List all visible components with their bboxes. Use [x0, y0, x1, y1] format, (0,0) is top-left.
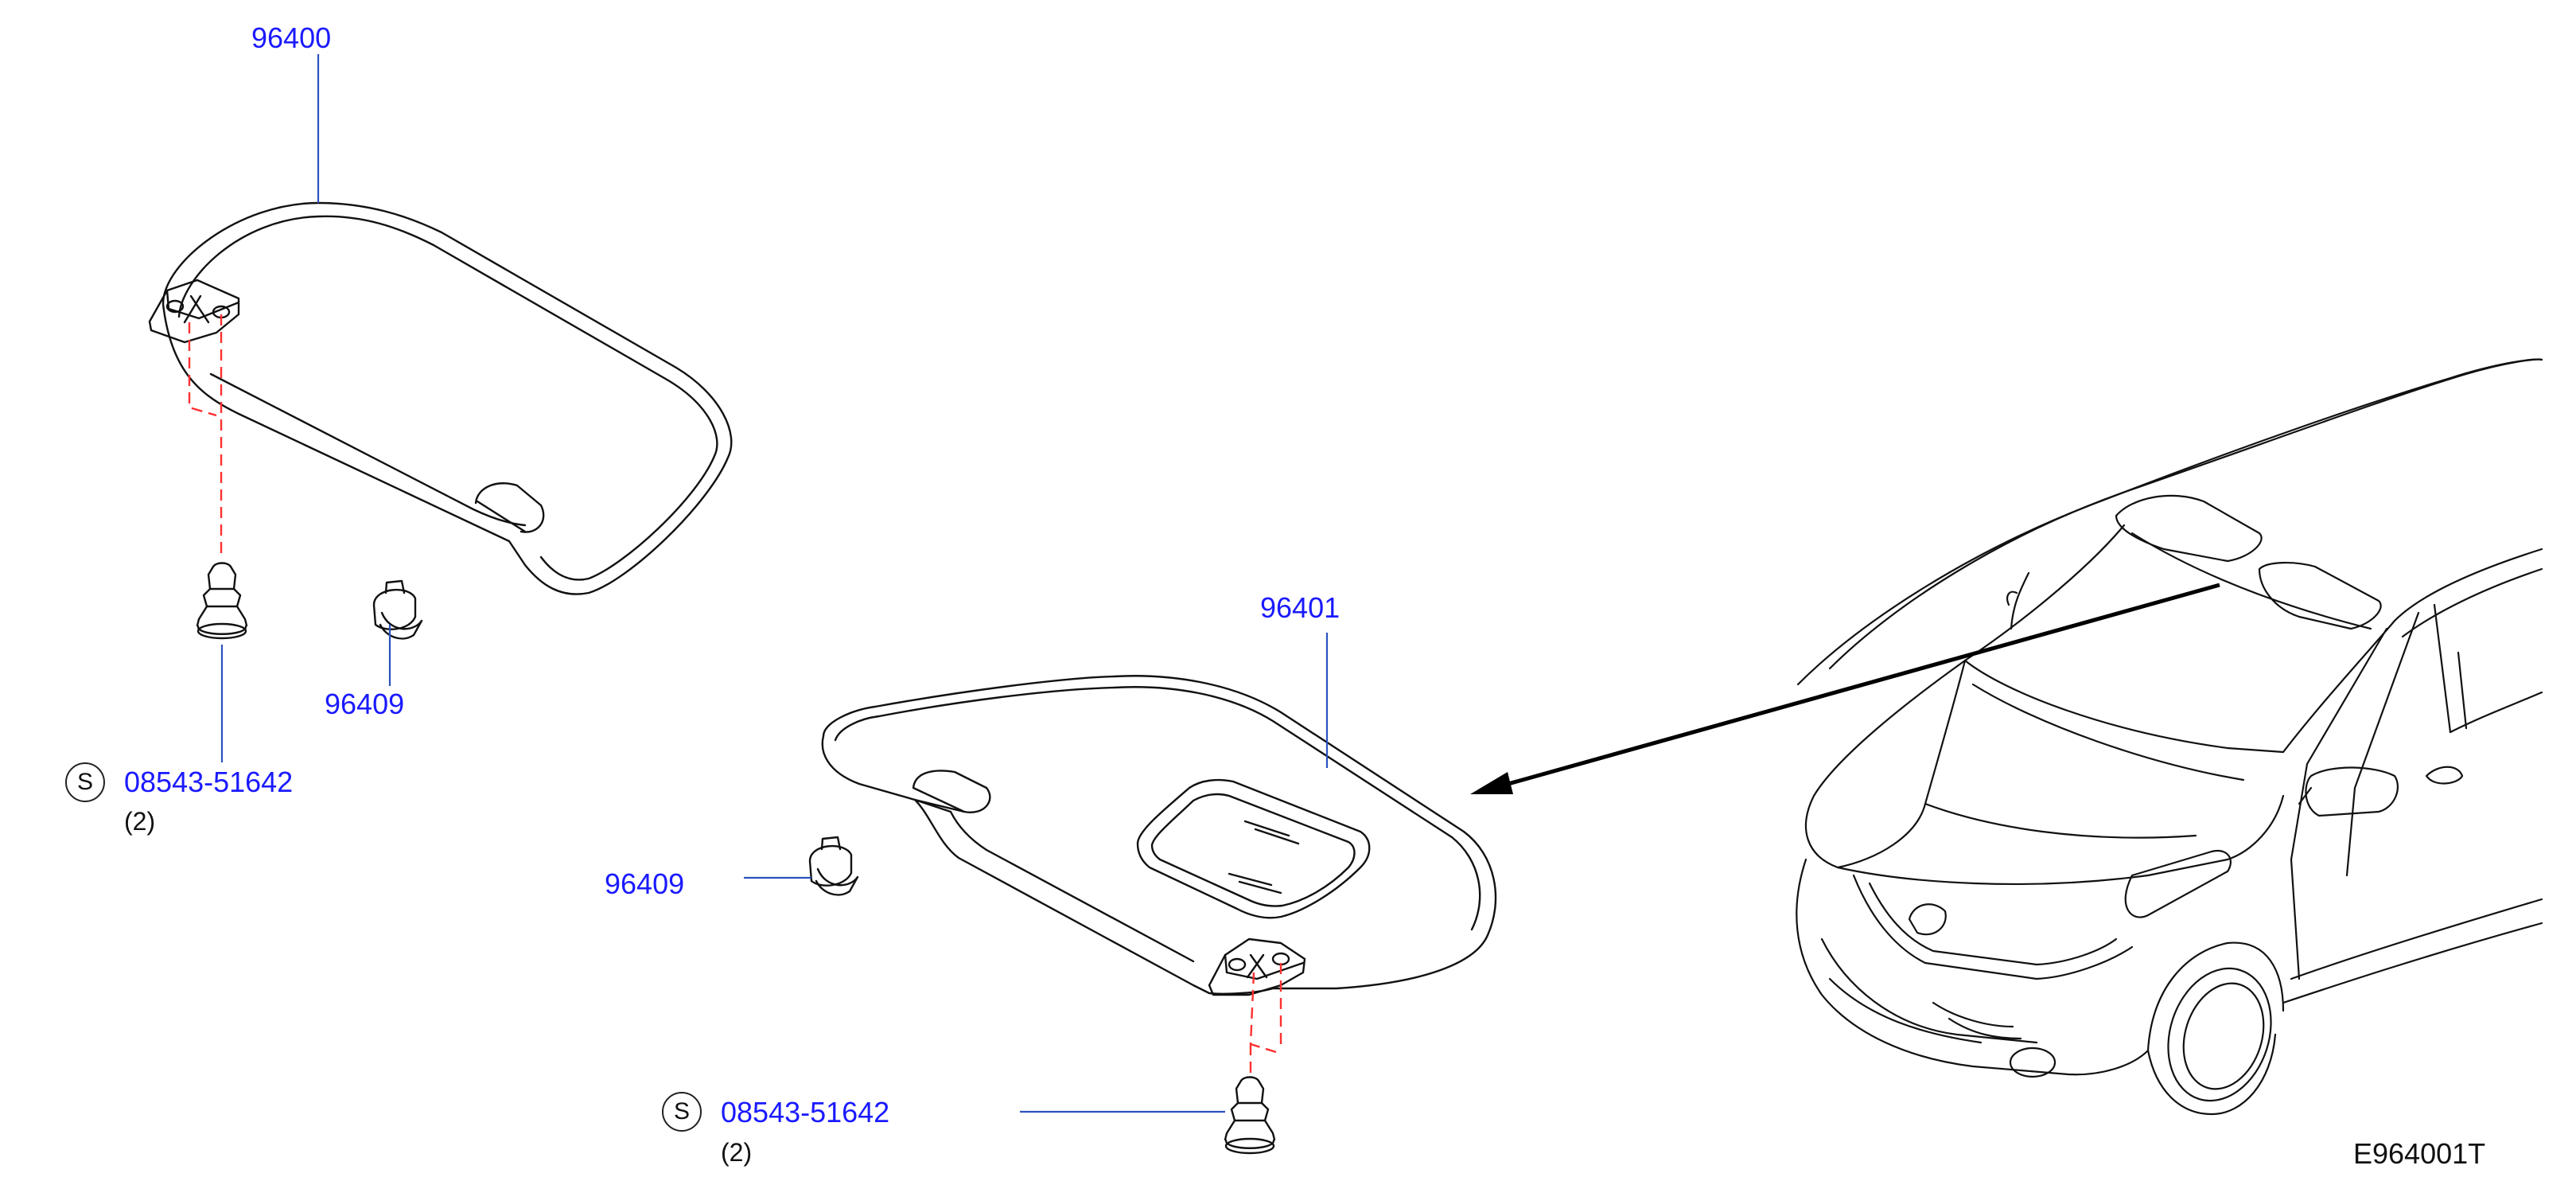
vehicle-illustration [1796, 358, 2543, 1116]
screw-lower[interactable] [1224, 1076, 1276, 1155]
visor-bracket-lh [148, 279, 240, 344]
screw-upper[interactable] [196, 562, 248, 640]
visor-bracket-rh [1208, 937, 1306, 996]
clip-96409-lower[interactable] [808, 836, 859, 896]
standard-part-symbol-lower: S [662, 1092, 702, 1132]
callout-08543-51642-lower[interactable]: 08543-51642 [721, 1096, 890, 1128]
clip-96409-upper[interactable] [372, 579, 423, 640]
callout-96409-lower[interactable]: 96409 [605, 867, 685, 900]
quantity-upper: (2) [124, 807, 156, 836]
callout-96409-upper[interactable]: 96409 [325, 688, 405, 720]
standard-part-symbol-upper: S [65, 762, 105, 802]
callout-96401[interactable]: 96401 [1260, 591, 1341, 624]
sun-visor-rh[interactable] [821, 675, 1497, 995]
location-arrow [1470, 583, 2220, 794]
sun-visor-lh[interactable] [161, 201, 733, 595]
leader-lines [220, 54, 1329, 1113]
callout-08543-51642-upper[interactable]: 08543-51642 [124, 766, 294, 798]
figure-code: E964001T [2353, 1137, 2486, 1170]
callout-96400[interactable]: 96400 [251, 21, 332, 54]
hidden-lines [188, 314, 1282, 1074]
quantity-lower: (2) [721, 1138, 753, 1167]
